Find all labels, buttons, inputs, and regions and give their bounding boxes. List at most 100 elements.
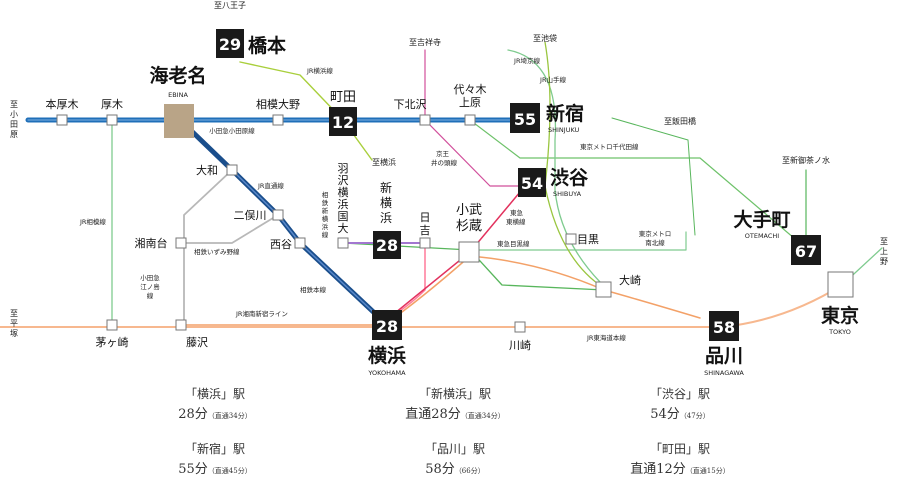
- station-yoyogi-uehara: 代々木: [454, 83, 487, 96]
- badge-shinagawa-text: 58: [713, 318, 735, 337]
- badge-shibuya-text: 54: [521, 174, 543, 193]
- badge-yokohama: [372, 310, 402, 340]
- svg-text:線: 線: [147, 291, 154, 300]
- label-tokaido: JR東海道本線: [586, 333, 626, 342]
- badge-yokohama-text: 28: [376, 317, 398, 336]
- station-kawasaki: 川崎: [509, 338, 531, 352]
- stop-shimokitazawa: [419, 114, 431, 126]
- station-ebina: 海老名: [149, 64, 206, 87]
- svg-text:浜: 浜: [380, 211, 392, 225]
- svg-text:塚: 塚: [10, 329, 18, 338]
- label-jr-sagami: JR相模線: [79, 217, 106, 226]
- svg-text:田: 田: [10, 120, 18, 129]
- station-ebina-en: EBINA: [168, 91, 188, 99]
- svg-text:鉄: 鉄: [322, 198, 329, 207]
- station-shonandai: 湘南台: [135, 236, 168, 250]
- station-shimokitazawa: 下北沢: [394, 97, 427, 111]
- svg-text:至: 至: [10, 309, 18, 318]
- badge-shin-yokohama: [373, 231, 401, 259]
- label-sotetsu-izumino: 相鉄いずみ野線: [194, 247, 240, 256]
- badge-shin-yokohama-text: 28: [376, 236, 398, 255]
- label-toyoko: 東急: [510, 208, 524, 217]
- svg-text:日: 日: [420, 211, 431, 224]
- station-yokohama-en: YOKOHAMA: [367, 369, 406, 377]
- label-odakyu-odawara: 小田急小田原線: [209, 126, 255, 135]
- label-jr-direct: JR直通線: [257, 181, 284, 190]
- line-jr-saikyo: [507, 49, 601, 283]
- svg-text:井の頭線: 井の頭線: [431, 158, 458, 167]
- stop-tokyo: [827, 271, 854, 298]
- station-futamatagawa: 二俣川: [234, 208, 267, 222]
- station-hiyoshi-vertical: 日 吉: [420, 211, 431, 237]
- svg-text:上: 上: [880, 247, 888, 256]
- line-fukutoshin: [611, 117, 696, 236]
- dir-ikebukuro: 至池袋: [533, 33, 557, 43]
- label-keio: 京王: [436, 149, 450, 158]
- line-sotetsu-tokyu: [342, 242, 605, 291]
- svg-text:新: 新: [322, 206, 329, 215]
- stop-osaki: [595, 281, 612, 298]
- station-shibuya-en: SHIBUYA: [553, 190, 582, 198]
- line-jr-yokohama: [239, 61, 373, 161]
- stop-musashikosugi: [458, 241, 480, 263]
- svg-text:小: 小: [10, 110, 18, 119]
- svg-text:至: 至: [880, 237, 888, 246]
- stop-ebina: [164, 104, 194, 138]
- svg-text:吉: 吉: [420, 224, 431, 237]
- stop-shonandai: [175, 237, 187, 249]
- time-machida: 「町田」駅 直通12分（直通15分）: [630, 442, 730, 477]
- dir-kichijoji: 至吉祥寺: [409, 37, 441, 47]
- station-shinjuku-en: SHINJUKU: [548, 126, 580, 134]
- label-shonan-shinjuku: JR湘南新宿ライン: [235, 309, 288, 318]
- svg-text:国: 国: [338, 210, 349, 223]
- station-hazawa-vertical: 羽 沢 横 浜 国 大: [338, 162, 349, 235]
- stop-nishiya: [294, 237, 306, 249]
- time-yokohama: 「横浜」駅 28分（直通34分）: [178, 387, 252, 422]
- line-shonan-shinjuku: [183, 255, 701, 326]
- dir-hiratsuka: 至 平 塚: [10, 309, 18, 338]
- station-shin-yokohama-vertical: 新 横 浜: [380, 180, 392, 225]
- station-otemachi: 大手町: [733, 208, 790, 231]
- svg-text:原: 原: [10, 130, 18, 139]
- line-odakyu-enoshima-gray: [183, 169, 233, 244]
- badge-machida: [329, 107, 357, 136]
- stop-sagami-ono: [272, 114, 284, 126]
- badge-shinagawa: [709, 311, 739, 341]
- label-meguro-line: 東急目黒線: [497, 239, 530, 248]
- svg-text:大: 大: [338, 221, 349, 235]
- stop-hon-atsugi: [56, 114, 68, 126]
- time-shinagawa: 「品川」駅 58分（66分）: [424, 442, 485, 477]
- station-otemachi-en: OTEMACHI: [745, 232, 780, 240]
- station-tokyo-en: TOKYO: [828, 328, 851, 336]
- stop-meguro: [565, 233, 577, 245]
- badge-otemachi: [791, 235, 821, 265]
- stop-futamatagawa: [272, 209, 284, 221]
- label-jr-saikyo: JR埼京線: [513, 56, 540, 65]
- svg-text:平: 平: [10, 319, 18, 328]
- svg-text:江ノ島: 江ノ島: [140, 282, 160, 291]
- time-shin-yokohama: 「新横浜」駅 直通28分（直通34分）: [405, 387, 505, 422]
- stop-kawasaki: [514, 321, 526, 333]
- dir-ueno: 至 上 野: [880, 237, 888, 266]
- svg-text:浜: 浜: [338, 198, 349, 211]
- time-shinjuku: 「新宿」駅 55分（直通45分）: [178, 442, 252, 477]
- svg-text:至: 至: [10, 100, 18, 109]
- svg-text:横: 横: [338, 185, 349, 199]
- station-yamato: 大和: [196, 163, 218, 177]
- svg-text:横: 横: [322, 214, 329, 223]
- line-keio: [424, 49, 531, 187]
- svg-text:小武: 小武: [456, 203, 482, 218]
- stop-hazawa: [337, 237, 349, 249]
- label-namboku: 東京メトロ: [639, 229, 672, 238]
- svg-text:野: 野: [880, 257, 888, 266]
- station-yokohama: 横浜: [368, 344, 406, 367]
- line-namboku: [469, 231, 687, 251]
- line-label-sotetsu-shin-yokohama: 相 鉄 新 横 浜 線: [322, 190, 329, 239]
- station-shinjuku: 新宿: [546, 102, 584, 125]
- svg-text:小田急: 小田急: [140, 273, 160, 282]
- station-shinagawa-en: SHINAGAWA: [704, 369, 744, 377]
- dir-hachioji: 至八王子: [214, 1, 246, 10]
- station-musashikosugi: 小武 杉蔵: [456, 203, 482, 234]
